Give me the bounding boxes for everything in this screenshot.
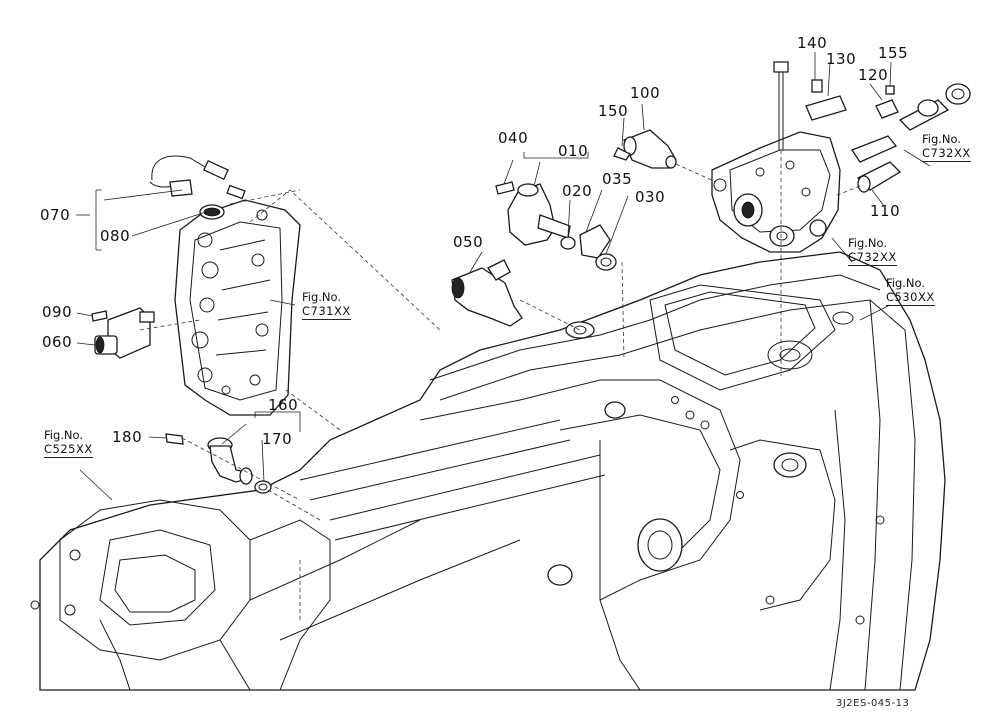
document-id: 3J2ES-045-13	[836, 698, 910, 709]
callout-150: 150	[598, 102, 629, 120]
callout-040: 040	[498, 129, 529, 147]
solenoid-050	[451, 259, 523, 327]
callout-100: 100	[630, 84, 661, 102]
figref-c732-mid-code: C732XX	[848, 250, 897, 266]
solenoid-060	[91, 307, 155, 359]
small-parts-top	[805, 79, 971, 131]
valve-160	[165, 433, 272, 494]
assembly-dashed-lines	[139, 150, 861, 620]
figref-c530-label: Fig.No.	[886, 276, 926, 290]
callout-070: 070	[40, 206, 71, 224]
callout-035: 035	[602, 170, 633, 188]
callout-160: 160	[268, 396, 299, 414]
figref-c732-top: Fig.No. C732XX	[922, 132, 971, 162]
callout-170: 170	[262, 430, 293, 448]
callout-050: 050	[453, 233, 484, 251]
figref-c732-mid: Fig.No. C732XX	[848, 236, 897, 266]
figref-c731: Fig.No. C731XX	[302, 290, 351, 320]
control-valve-assembly	[711, 61, 841, 253]
callout-110: 110	[870, 202, 901, 220]
figref-c732-mid-label: Fig.No.	[848, 236, 888, 250]
o-ring-150	[613, 147, 631, 161]
solenoid-100	[623, 129, 677, 169]
valve-body-plate	[174, 199, 301, 416]
callout-120: 120	[858, 66, 889, 84]
figref-c731-code: C731XX	[302, 304, 351, 320]
spool-110	[851, 135, 902, 193]
figref-c731-label: Fig.No.	[302, 290, 342, 304]
callout-130: 130	[826, 50, 857, 68]
figref-c732-top-code: C732XX	[922, 146, 971, 162]
figref-c525: Fig.No. C525XX	[44, 428, 93, 458]
callout-155: 155	[878, 44, 909, 62]
figref-c525-label: Fig.No.	[44, 428, 84, 442]
callout-060: 060	[42, 333, 73, 351]
wire-harness	[149, 155, 246, 220]
callout-020: 020	[562, 182, 593, 200]
callout-140: 140	[797, 34, 828, 52]
figref-c530: Fig.No. C530XX	[886, 276, 935, 306]
figref-c530-code: C530XX	[886, 290, 935, 306]
leader-lines	[76, 52, 931, 501]
figref-c525-code: C525XX	[44, 442, 93, 458]
callout-080: 080	[100, 227, 131, 245]
callout-090: 090	[42, 303, 73, 321]
callout-010: 010	[558, 142, 589, 160]
callout-030: 030	[635, 188, 666, 206]
callout-180: 180	[112, 428, 143, 446]
transmission-housing	[30, 251, 946, 691]
valve-010-group	[495, 181, 617, 271]
figref-c732-top-label: Fig.No.	[922, 132, 962, 146]
